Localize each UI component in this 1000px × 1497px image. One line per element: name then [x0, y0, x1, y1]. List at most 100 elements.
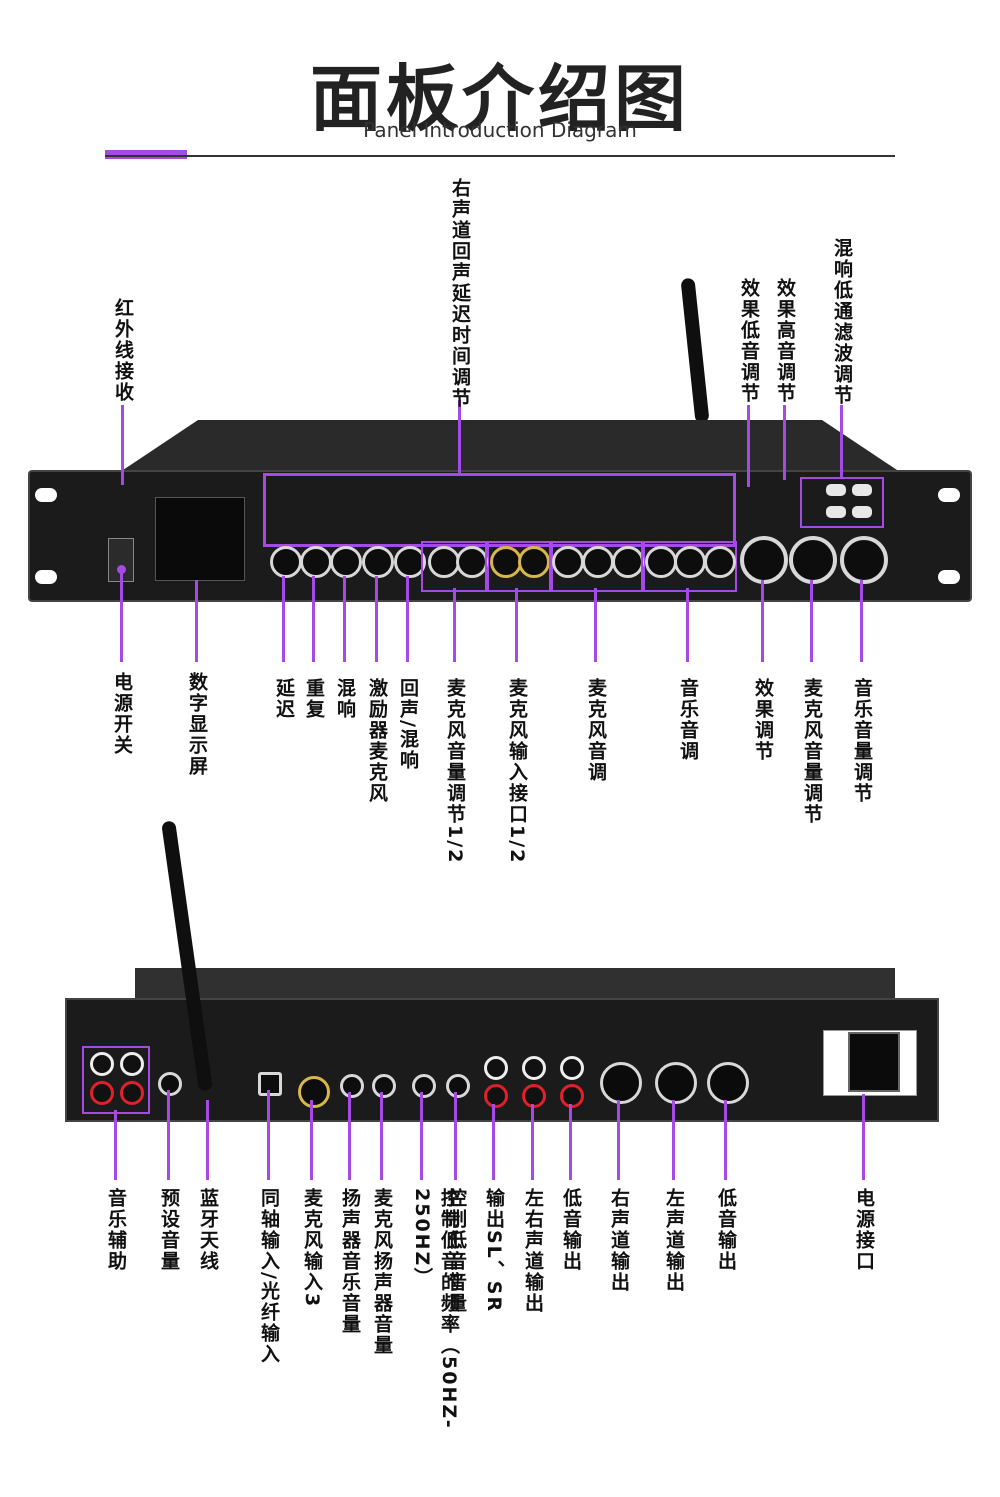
title-divider [105, 155, 895, 157]
mode-button[interactable] [826, 484, 846, 496]
mic3-input-jack[interactable] [298, 1076, 330, 1108]
label-bass-output: 低音输出 [715, 1188, 737, 1272]
effect-master-knob[interactable] [740, 536, 788, 584]
leader-line [121, 405, 124, 485]
leader-line [458, 400, 461, 473]
leader-line [761, 580, 764, 662]
preset-volume-knob[interactable] [158, 1072, 182, 1096]
exciter-knob[interactable] [362, 546, 394, 578]
leader-line [206, 1100, 209, 1180]
music-bass-knob[interactable] [645, 546, 677, 578]
leader-line [686, 588, 689, 662]
control-buttons-group [800, 477, 884, 528]
next-button[interactable] [852, 506, 872, 518]
mic2-input-jack[interactable] [518, 546, 550, 578]
mic-tone-group [549, 541, 645, 592]
rack-ear-hole [35, 570, 57, 584]
leader-line [840, 405, 843, 477]
label-effect-bass: 效果低音调节 [738, 278, 760, 404]
digital-display [155, 497, 245, 581]
label-exciter-mic: 激励器麦克风 [366, 678, 388, 804]
mic-master-knob[interactable] [789, 536, 837, 584]
reverb-knob[interactable] [330, 546, 362, 578]
mic-treble-knob[interactable] [612, 546, 644, 578]
music-tone-group [641, 541, 737, 592]
music-treble-knob[interactable] [704, 546, 736, 578]
aux-r-red-jack[interactable] [90, 1081, 114, 1105]
label-mic-tone: 麦克风音调 [585, 678, 607, 783]
leader-line [783, 405, 786, 480]
title-accent-bar [105, 150, 187, 159]
mic-bass-knob[interactable] [552, 546, 584, 578]
label-aux: 音乐辅助 [105, 1188, 127, 1272]
sub-output-jack[interactable] [560, 1084, 584, 1108]
play-pause-button[interactable] [852, 484, 872, 496]
front-chassis-top [120, 420, 900, 472]
leader-line [860, 580, 863, 662]
label-echo-reverb: 回声/混响 [397, 678, 419, 771]
repeat-knob[interactable] [300, 546, 332, 578]
label-reverb: 混响 [334, 678, 356, 720]
label-echo-delay-right: 右声道回声延迟时间调节 [449, 178, 471, 409]
page-title: 面板介绍图 [309, 57, 690, 141]
label-effect-treble: 效果高音调节 [774, 278, 796, 404]
label-music-master: 音乐音量调节 [851, 678, 873, 804]
delay-knob[interactable] [270, 546, 302, 578]
leader-line [282, 576, 285, 662]
rack-ear-hole [35, 488, 57, 502]
label-lr-output: 左右声道输出 [522, 1188, 544, 1314]
right-xlr-output[interactable] [600, 1062, 642, 1104]
bass-volume-knob[interactable] [446, 1074, 470, 1098]
label-power-switch: 电源开关 [111, 672, 133, 756]
leader-line [312, 576, 315, 662]
sl-sr-output-jack[interactable] [484, 1084, 508, 1108]
leader-line [617, 1100, 620, 1180]
leader-line [310, 1100, 313, 1180]
music-middle-knob[interactable] [674, 546, 706, 578]
label-sub-output: 低音输出 [560, 1188, 582, 1272]
sl-sr-output-jack[interactable] [484, 1056, 508, 1080]
echo-knob[interactable] [394, 546, 426, 578]
leader-line [810, 580, 813, 662]
leader-line [594, 588, 597, 662]
speaker-music-volume-knob[interactable] [340, 1074, 364, 1098]
mic2-volume-knob[interactable] [456, 546, 488, 578]
music-master-knob[interactable] [840, 536, 888, 584]
label-coax-optical: 同轴输入/光纤输入 [258, 1188, 280, 1365]
rack-ear-hole [938, 488, 960, 502]
label-left-output: 左声道输出 [663, 1188, 685, 1293]
prev-button[interactable] [826, 506, 846, 518]
leader-line [406, 576, 409, 662]
mic-middle-knob[interactable] [582, 546, 614, 578]
speaker-mic-volume-knob[interactable] [372, 1074, 396, 1098]
leader-line [267, 1090, 270, 1180]
lr-output-jack[interactable] [522, 1084, 546, 1108]
aux-l-white-jack[interactable] [90, 1052, 114, 1076]
sub-output-jack[interactable] [560, 1056, 584, 1080]
label-bass-volume: 控制低音音量 [445, 1188, 467, 1314]
rear-chassis-top [135, 968, 895, 1000]
leader-line [120, 570, 123, 662]
mic1-input-jack[interactable] [490, 546, 522, 578]
left-xlr-output[interactable] [655, 1062, 697, 1104]
front-antenna [680, 277, 710, 424]
label-delay: 延迟 [273, 678, 295, 720]
leader-line [343, 576, 346, 662]
leader-line [862, 1094, 865, 1180]
bass-frequency-knob[interactable] [412, 1074, 436, 1098]
label-digital-display: 数字显示屏 [186, 672, 208, 777]
leader-line [380, 1092, 383, 1180]
aux-r-red-jack[interactable] [120, 1081, 144, 1105]
leader-line [492, 1104, 495, 1180]
bass-xlr-output[interactable] [707, 1062, 749, 1104]
label-bass-frequency: 控制低音的频率（50HZ-250HZ） [411, 1188, 460, 1430]
leader-line [348, 1092, 351, 1180]
aux-l-white-jack[interactable] [120, 1052, 144, 1076]
leader-line [420, 1092, 423, 1180]
leader-line [114, 1110, 117, 1180]
power-inlet-socket[interactable] [848, 1032, 900, 1092]
leader-line [569, 1104, 572, 1180]
label-mic-input-12: 麦克风输入接口1/2 [506, 678, 528, 865]
lr-output-jack[interactable] [522, 1056, 546, 1080]
optical-input-port[interactable] [258, 1072, 282, 1096]
